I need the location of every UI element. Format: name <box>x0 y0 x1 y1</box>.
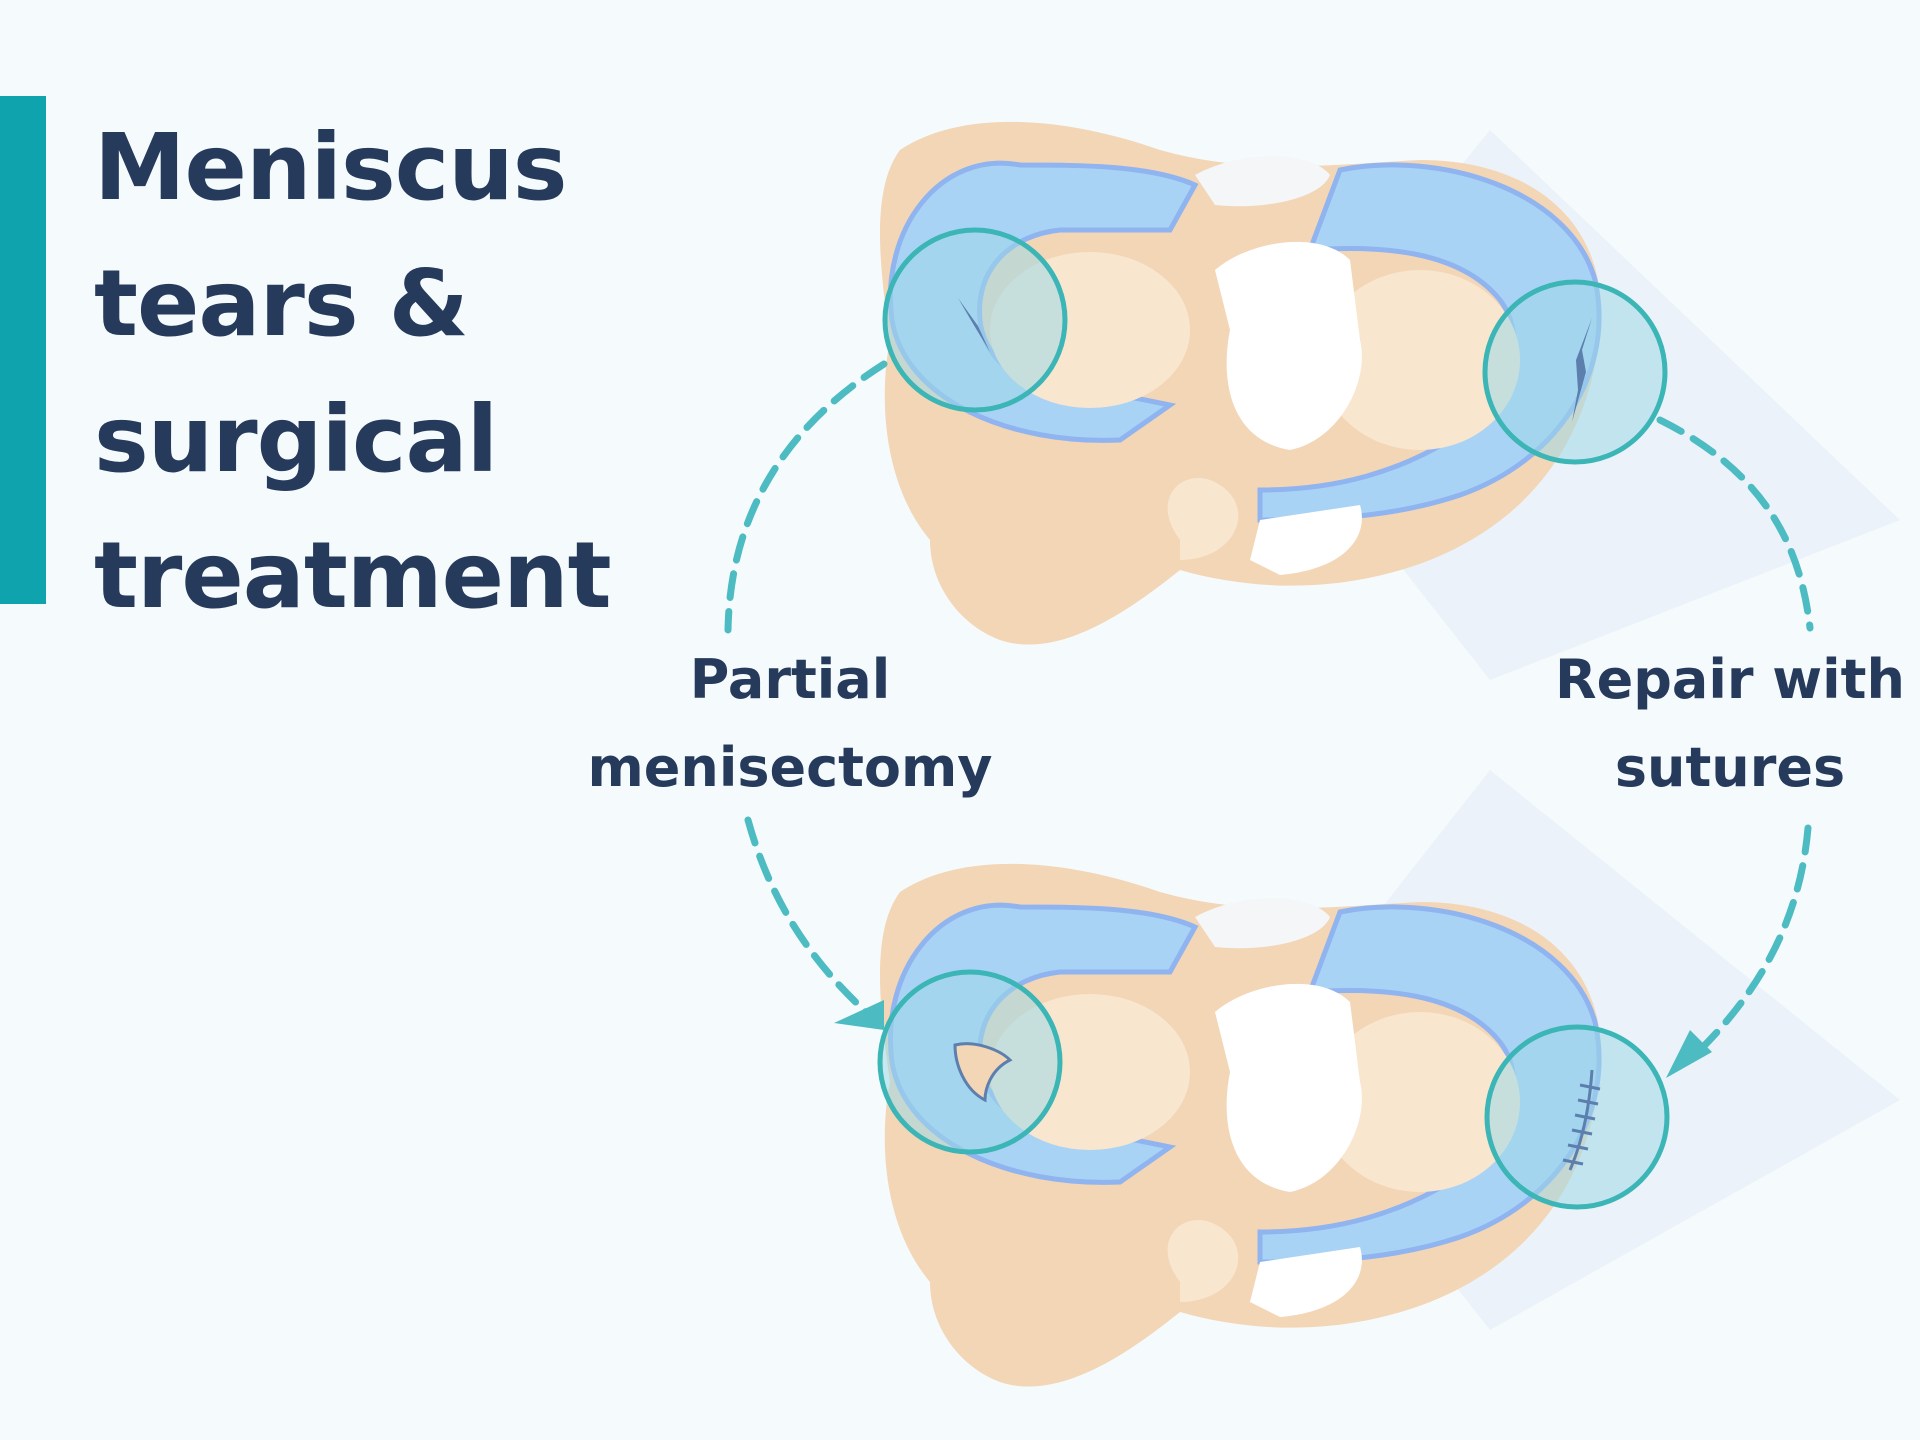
magnifier-tear-left <box>882 227 1068 413</box>
meniscus-tear-icon <box>1572 318 1592 422</box>
meniscus-tear-icon <box>958 298 990 352</box>
suture-stitches-icon <box>1562 1069 1601 1171</box>
procedure-label-partial-menisectomy: Partial menisectomy <box>560 636 1020 812</box>
curved-dashed-arrow-icon <box>724 360 1814 1054</box>
label-line: menisectomy <box>587 736 993 799</box>
title-line: surgical <box>94 386 498 493</box>
title-line: Meniscus <box>94 114 568 221</box>
label-line: Partial <box>689 648 891 711</box>
magnifier-resected <box>877 969 1063 1155</box>
label-line: Repair with <box>1555 648 1905 711</box>
arrowhead-icon <box>834 1000 1712 1078</box>
resection-notch-icon <box>953 1042 1013 1103</box>
procedure-label-repair-with-sutures: Repair with sutures <box>1540 636 1920 812</box>
magnifier-tear-right <box>1482 279 1668 465</box>
title-line: tears & <box>94 250 469 357</box>
accent-bar <box>0 96 46 604</box>
page-title: Meniscus tears & surgical treatment <box>94 100 612 644</box>
title-line: treatment <box>94 522 612 629</box>
label-line: sutures <box>1614 736 1846 799</box>
magnifier-sutured <box>1484 1024 1670 1210</box>
